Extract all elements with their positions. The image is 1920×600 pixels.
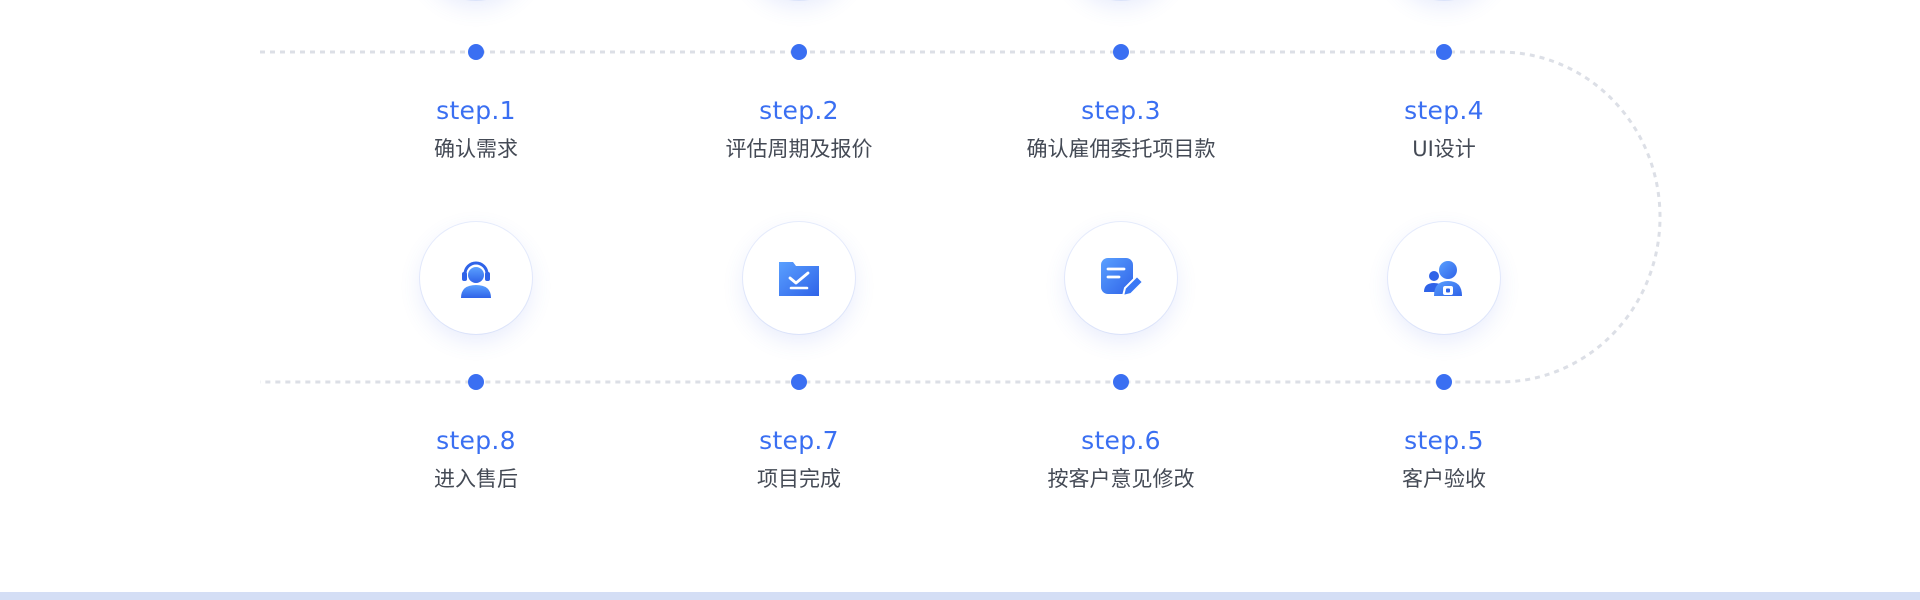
dashed-path-line <box>260 50 1662 384</box>
section-divider-band <box>0 592 1920 600</box>
step-label-2: step.2 评估周期及报价 <box>669 96 929 162</box>
customer-service-icon-circle <box>420 222 532 334</box>
step-description: 评估周期及报价 <box>725 137 873 161</box>
step-dot-6 <box>1113 374 1129 390</box>
step-label-5: step.5 客户验收 <box>1314 426 1574 492</box>
step-label-7: step.7 项目完成 <box>669 426 929 492</box>
step-title: step.6 <box>1081 426 1161 455</box>
step-description: 确认需求 <box>434 137 518 161</box>
step-title: step.1 <box>436 96 516 125</box>
user-lock-icon-circle <box>1388 222 1500 334</box>
customer-service-icon <box>461 261 491 298</box>
step-dot-8 <box>468 374 484 390</box>
document-edit-icon-circle <box>1065 222 1177 334</box>
user-lock-icon <box>1424 261 1462 296</box>
step-dot-5 <box>1436 374 1452 390</box>
step-description: 客户验收 <box>1402 467 1486 491</box>
step-description: UI设计 <box>1412 137 1476 161</box>
step-title: step.5 <box>1404 426 1484 455</box>
step-dot-1 <box>468 44 484 60</box>
step-dot-2 <box>791 44 807 60</box>
step-label-4: step.4 UI设计 <box>1314 96 1574 162</box>
step-label-8: step.8 进入售后 <box>346 426 606 492</box>
folder-check-icon <box>779 262 819 296</box>
step-label-6: step.6 按客户意见修改 <box>991 426 1251 492</box>
step-title: step.2 <box>759 96 839 125</box>
step-description: 确认雇佣委托项目款 <box>1026 137 1216 161</box>
step-title: step.4 <box>1404 96 1484 125</box>
step-label-3: step.3 确认雇佣委托项目款 <box>991 96 1251 162</box>
step-dot-4 <box>1436 44 1452 60</box>
step-description: 按客户意见修改 <box>1047 467 1195 491</box>
step-description: 进入售后 <box>434 467 518 491</box>
step-title: step.7 <box>759 426 839 455</box>
step-description: 项目完成 <box>757 467 841 491</box>
step-label-1: step.1 确认需求 <box>346 96 606 162</box>
step-dot-7 <box>791 374 807 390</box>
document-edit-icon <box>1101 258 1145 298</box>
step-title: step.8 <box>436 426 516 455</box>
step-title: step.3 <box>1081 96 1161 125</box>
folder-check-icon-circle <box>743 222 855 334</box>
step-dot-3 <box>1113 44 1129 60</box>
